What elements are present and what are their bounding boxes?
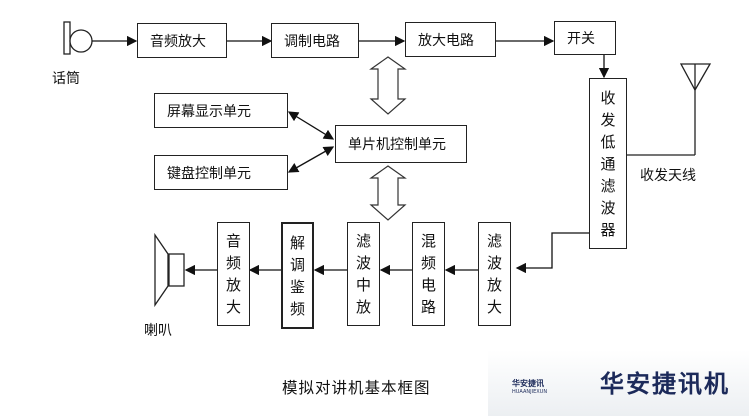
rf-amp-char: 大 <box>486 298 502 316</box>
mcu-block: 单片机控制单元 <box>335 125 467 163</box>
rx-audio-amp-char: 音 <box>225 232 241 250</box>
watermark-brand-sub: HUAANJIEXUN <box>512 389 548 395</box>
rf-amp-char: 滤 <box>486 232 502 250</box>
demodulator-block: 解 调 鉴 频 <box>281 222 314 329</box>
filter-char: 器 <box>600 220 616 239</box>
if-amp-block: 滤 波 中 放 <box>347 222 380 326</box>
switch-block: 开关 <box>554 21 616 55</box>
arrow-keyboard-mcu <box>287 146 335 173</box>
tx-audio-amp-label: 音频放大 <box>150 33 206 50</box>
diagram-title: 模拟对讲机基本框图 <box>282 379 431 397</box>
speaker-label: 喇叭 <box>144 323 172 339</box>
if-amp-char: 中 <box>355 276 371 294</box>
mcu-label: 单片机控制单元 <box>348 137 446 153</box>
rf-amp-char: 波 <box>486 254 502 272</box>
display-unit-block: 屏幕显示单元 <box>154 93 288 128</box>
rx-audio-amp-char: 频 <box>225 254 241 272</box>
mixer-char: 频 <box>420 254 436 272</box>
bus-arrow-modulator-mcu <box>369 56 407 115</box>
power-amp-block: 放大电路 <box>405 22 496 57</box>
keyboard-unit-block: 键盘控制单元 <box>154 155 288 190</box>
mixer-char: 路 <box>420 298 436 316</box>
mixer-char: 电 <box>420 276 436 294</box>
filter-char: 通 <box>600 154 616 173</box>
arrow-filter-to-rf-amp <box>515 232 589 274</box>
rx-audio-amp-char: 大 <box>225 298 241 316</box>
bus-arrow-mcu-receive <box>369 165 407 221</box>
watermark-brand: 华安捷讯 <box>512 379 544 388</box>
filter-char: 低 <box>600 132 616 151</box>
filter-char: 波 <box>600 198 616 217</box>
watermark-logo: 华安捷讯 HUAANJIEXUN 华安捷讯机 <box>488 350 749 416</box>
mixer-char: 混 <box>420 232 436 250</box>
if-amp-char: 放 <box>355 298 371 316</box>
modulator-label: 调制电路 <box>284 33 340 50</box>
filter-char: 发 <box>600 110 616 129</box>
keyboard-unit-label: 键盘控制单元 <box>167 165 251 182</box>
mic-label: 话筒 <box>52 71 80 87</box>
display-unit-label: 屏幕显示单元 <box>167 103 251 120</box>
modulator-block: 调制电路 <box>271 23 359 58</box>
power-amp-label: 放大电路 <box>418 32 474 49</box>
rx-audio-amp-char: 放 <box>225 276 241 294</box>
filter-char: 滤 <box>600 176 616 195</box>
demod-char: 解 <box>289 233 305 252</box>
rf-amp-char: 放 <box>486 276 502 294</box>
tx-rx-lowpass-filter-block: 收 发 低 通 滤 波 器 <box>589 78 627 249</box>
antenna-label: 收发天线 <box>640 168 696 184</box>
demod-char: 频 <box>289 299 305 318</box>
speaker-icon <box>154 232 185 308</box>
demod-char: 调 <box>289 255 305 274</box>
if-amp-char: 滤 <box>355 232 371 250</box>
antenna-icon <box>679 63 712 155</box>
demod-char: 鉴 <box>289 277 305 296</box>
mixer-block: 混 频 电 路 <box>412 222 445 326</box>
filter-char: 收 <box>600 88 616 107</box>
rx-audio-amp-block: 音 频 放 大 <box>217 222 250 326</box>
watermark-text: 华安捷讯机 <box>600 370 730 398</box>
microphone-icon <box>63 21 93 55</box>
if-amp-char: 波 <box>355 254 371 272</box>
arrow-display-mcu <box>287 111 335 140</box>
tx-audio-amp-block: 音频放大 <box>137 23 227 58</box>
switch-label: 开关 <box>567 31 595 47</box>
rf-amp-block: 滤 波 放 大 <box>478 222 511 326</box>
